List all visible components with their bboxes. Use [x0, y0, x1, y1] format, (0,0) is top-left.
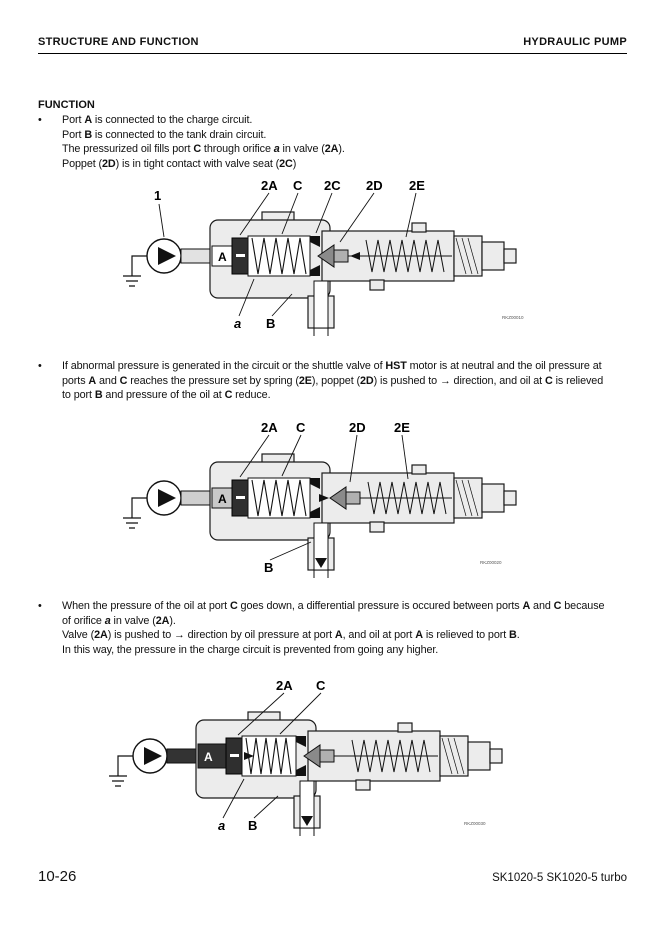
label-port-a: A — [218, 250, 227, 264]
valve-diagram-relief: 2A C 2D 2E A B RKZ00020 — [123, 420, 517, 578]
bullet-marker: • — [38, 114, 42, 126]
label-2c: 2C — [324, 178, 341, 193]
bullet-marker: • — [38, 360, 42, 372]
tank-symbol — [123, 497, 147, 529]
flow-arrow-right-icon — [244, 752, 254, 760]
valve-seat-2c-lower — [310, 265, 320, 276]
valve-diagram-neutral: 1 2A C 2C 2D 2E A a B RKZ00010 — [123, 178, 524, 336]
plug-hatch — [455, 479, 479, 517]
poppet-stem — [319, 749, 335, 763]
diagram-code: RKZ00030 — [464, 821, 486, 826]
plug-hatch — [455, 237, 479, 275]
label-2a: 2A — [261, 420, 278, 435]
port-b-pipe — [313, 570, 329, 578]
tank-symbol — [109, 755, 133, 787]
label-orifice-a: a — [234, 316, 241, 331]
bullet-1: • Port A is connected to the charge circ… — [38, 113, 598, 171]
label-c: C — [316, 678, 326, 693]
port-b-pipe — [313, 328, 329, 336]
spring-coil — [251, 479, 307, 517]
label-port-a: A — [218, 492, 227, 506]
orifice-a — [230, 754, 239, 757]
flow-arrow-down-icon — [315, 558, 327, 568]
label-2a: 2A — [276, 678, 293, 693]
bullet-marker: • — [38, 600, 42, 612]
diagram-code: RKZ00020 — [480, 560, 502, 565]
label-orifice-a: a — [218, 818, 225, 833]
label-2d: 2D — [366, 178, 383, 193]
header-chapter-title: HYDRAULIC PUMP — [523, 36, 627, 48]
label-port-b: B — [248, 818, 257, 833]
orifice-a — [236, 254, 245, 257]
port-b-channel — [313, 280, 329, 329]
pump-triangle-icon — [158, 489, 176, 507]
function-heading: FUNCTION — [38, 99, 95, 111]
valve-seat-2c — [296, 736, 306, 747]
tank-symbol — [123, 255, 147, 287]
spring-2e — [351, 739, 431, 773]
valve-seat-2c-lower — [296, 765, 306, 776]
label-2a: 2A — [261, 178, 278, 193]
label-2e: 2E — [394, 420, 410, 435]
port-a-pipe — [180, 490, 213, 506]
poppet-stem — [333, 249, 349, 263]
spring-coil — [251, 237, 307, 275]
label-2e: 2E — [409, 178, 425, 193]
label-c: C — [293, 178, 303, 193]
flow-arrow-right-icon — [319, 494, 329, 502]
plug-hatch — [441, 737, 465, 775]
page-number: 10-26 — [38, 868, 77, 885]
label-2d: 2D — [349, 420, 366, 435]
diagram-code: RKZ00010 — [502, 315, 524, 320]
flow-arrow-down-icon — [301, 816, 313, 826]
pump-triangle-icon — [144, 747, 162, 765]
header-section-title: STRUCTURE AND FUNCTION — [38, 36, 199, 48]
inlet-channel — [197, 743, 227, 769]
bullet-3: • When the pressure of the oil at port C… — [38, 599, 612, 657]
port-a-pipe — [180, 248, 213, 264]
label-port-a: A — [204, 750, 213, 764]
bullet-2: • If abnormal pressure is generated in t… — [38, 359, 612, 403]
spring-2e — [367, 481, 447, 515]
page-header: STRUCTURE AND FUNCTION HYDRAULIC PUMP — [38, 36, 627, 54]
bullet-1-text: Port A is connected to the charge circui… — [62, 114, 345, 170]
valve-seat-2c-lower — [310, 507, 320, 518]
valve-seat-2c — [310, 478, 320, 489]
model-footer: SK1020-5 SK1020-5 turbo — [492, 872, 627, 884]
bullet-3-text: When the pressure of the oil at port C g… — [62, 600, 605, 656]
spring-2e — [365, 239, 445, 273]
port-b-pipe — [299, 828, 315, 836]
label-port-b: B — [266, 316, 275, 331]
poppet-stem — [345, 491, 361, 505]
label-1: 1 — [154, 188, 161, 203]
pump-triangle-icon — [158, 247, 176, 265]
bullet-2-text: If abnormal pressure is generated in the… — [62, 360, 604, 402]
label-c: C — [296, 420, 306, 435]
orifice-a — [236, 496, 245, 499]
valve-diagram-charge-relief: 2A C A a B RKZ00030 — [109, 678, 503, 836]
label-port-b: B — [264, 560, 273, 575]
valve-seat-2c — [310, 236, 320, 247]
